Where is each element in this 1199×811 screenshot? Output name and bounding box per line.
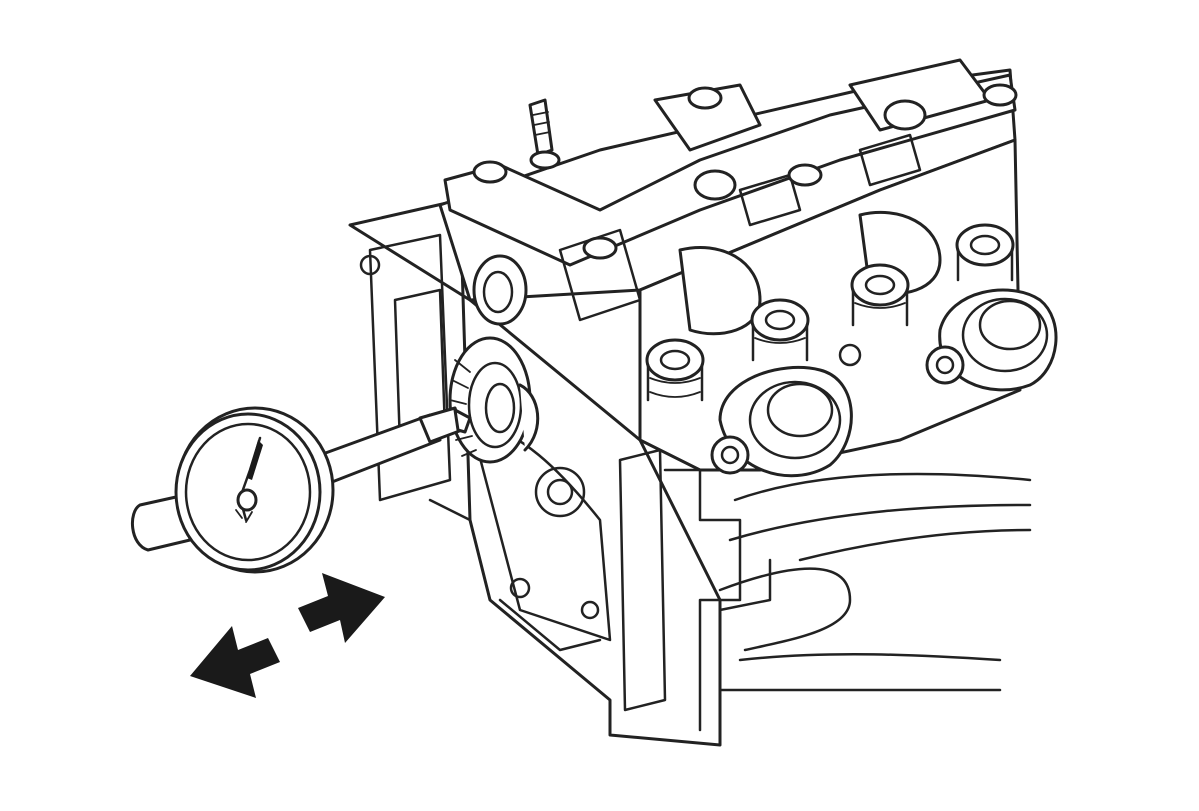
- manifold-bracket: [718, 472, 1032, 692]
- exhaust-ports: [710, 288, 1058, 478]
- cap-bolts: [472, 83, 1018, 260]
- camshaft-housing: [443, 58, 1018, 322]
- valve-lifters: [645, 223, 1015, 402]
- double-arrow-icon: [190, 573, 385, 698]
- camshaft-end-gear: [448, 336, 540, 464]
- dial-indicator-icon: [130, 406, 472, 574]
